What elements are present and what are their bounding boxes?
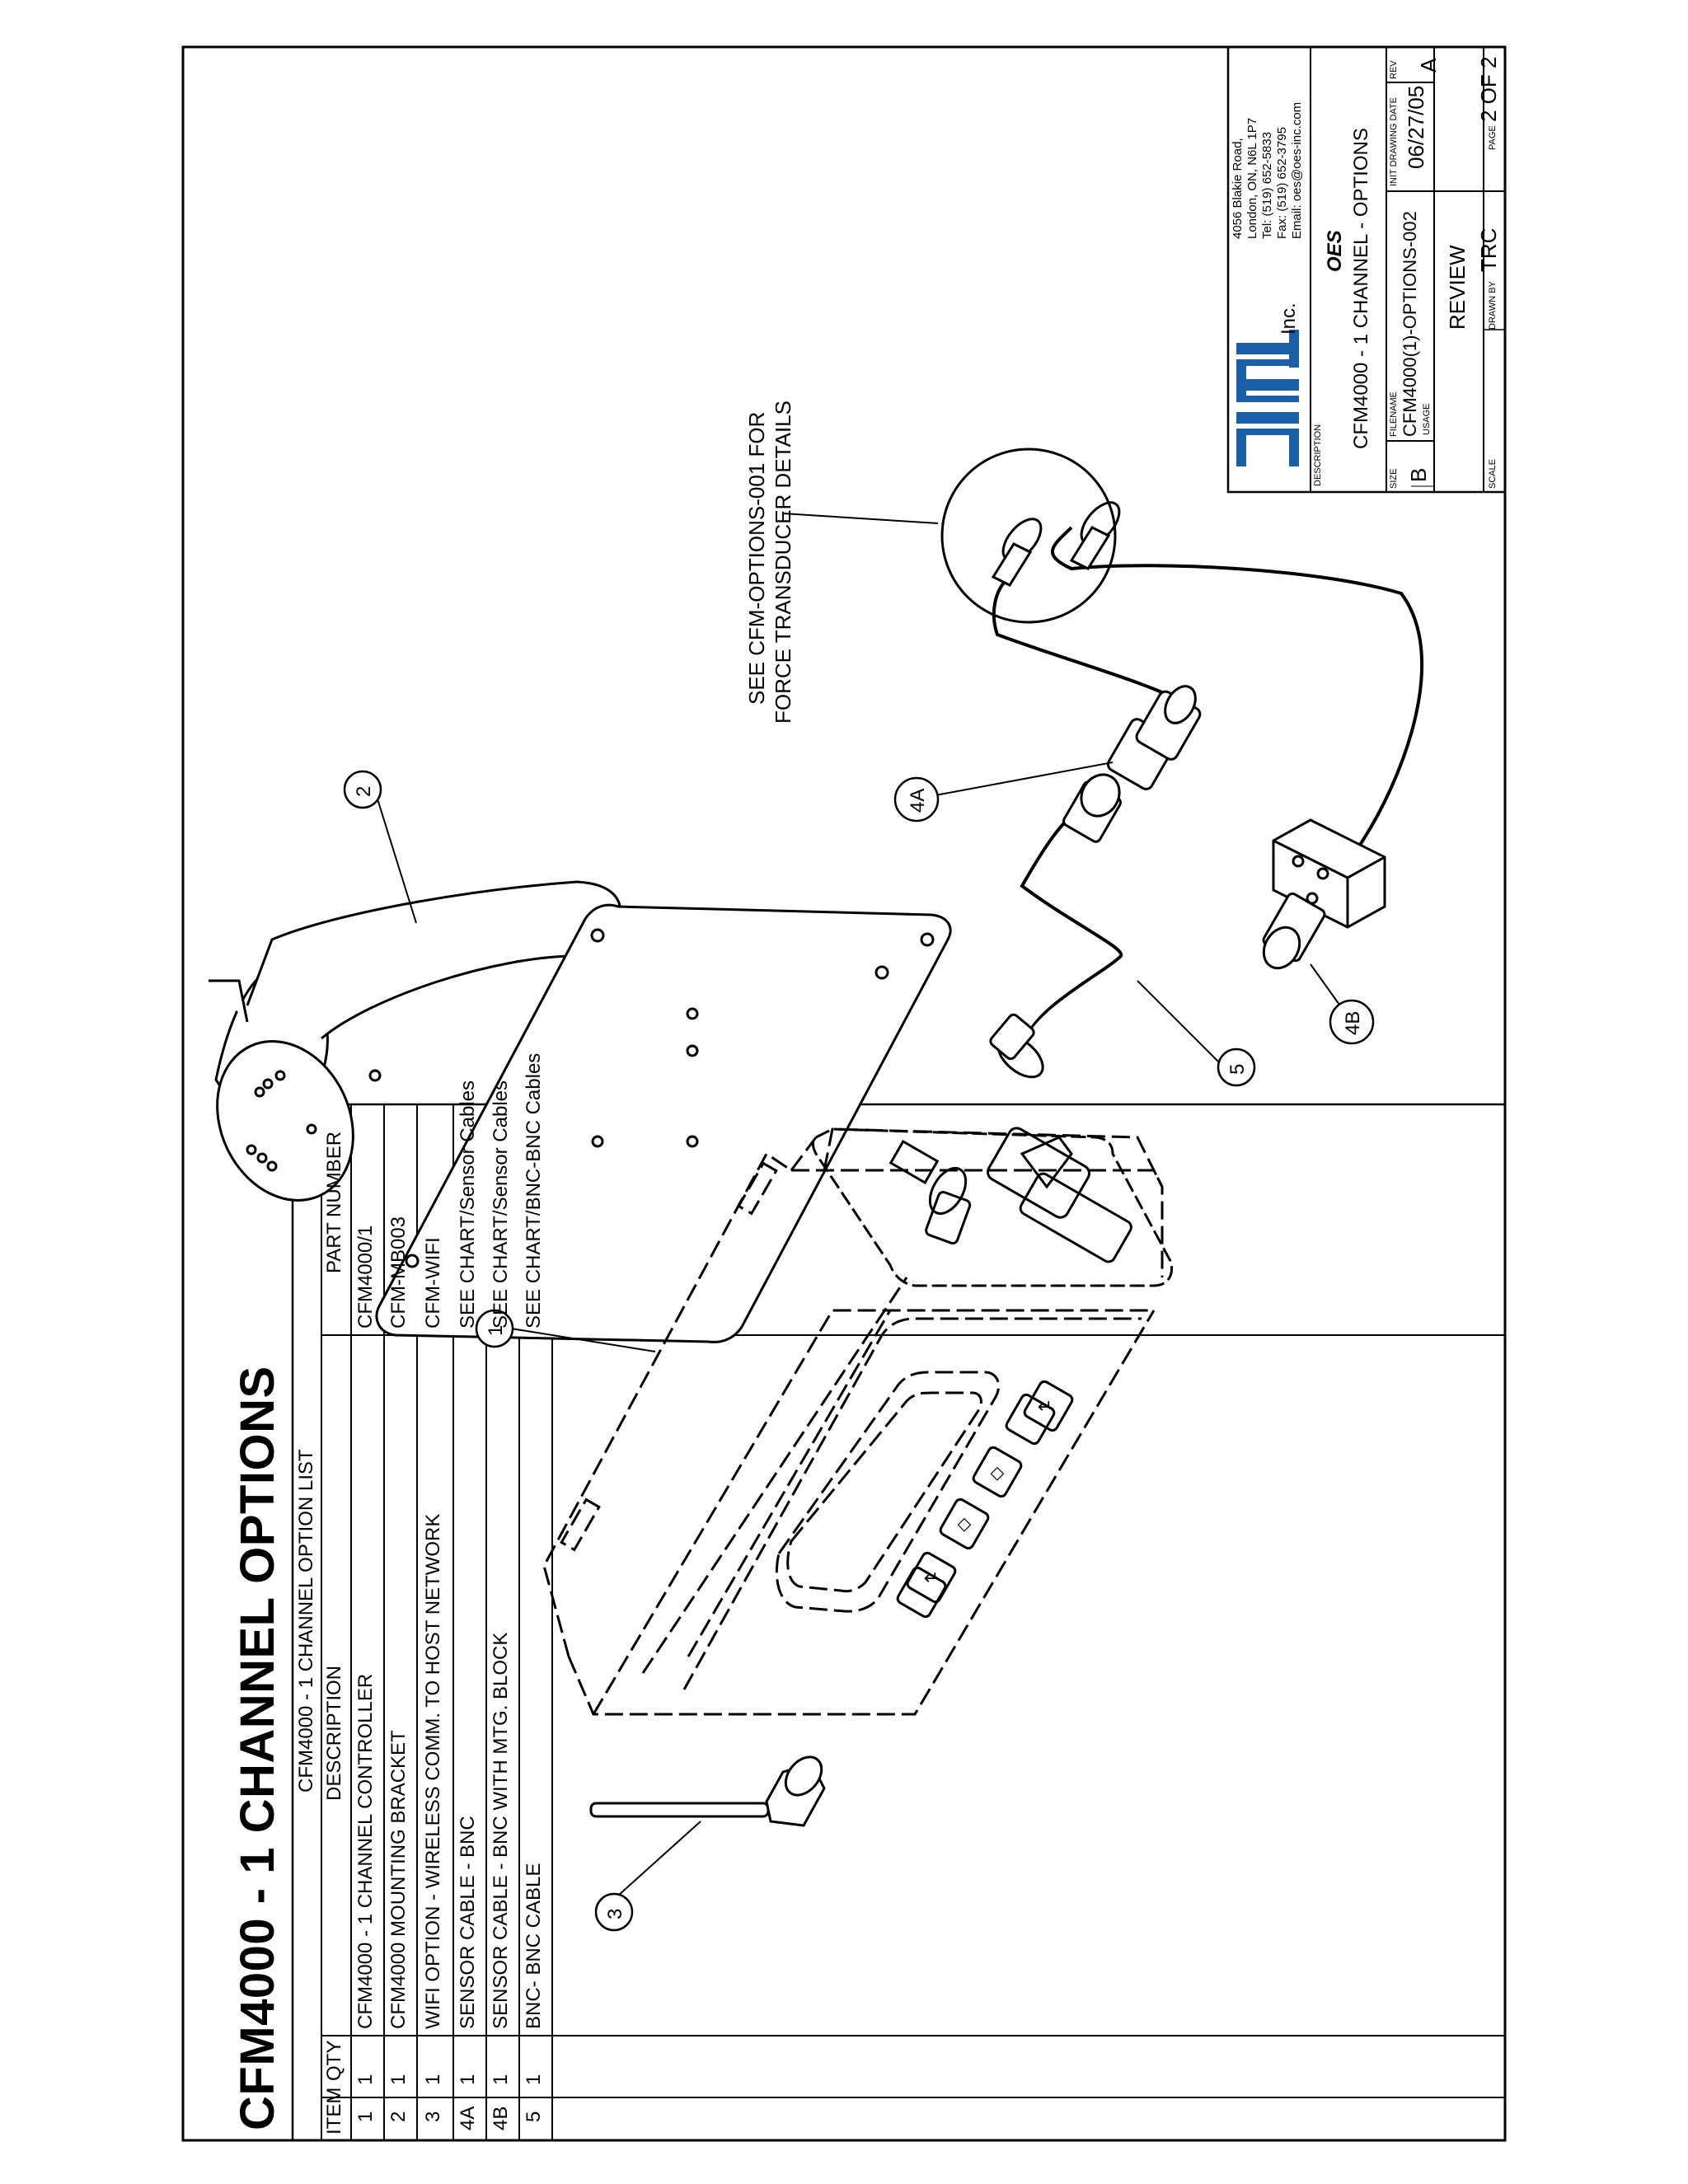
svg-text:↵: ↵	[924, 1568, 939, 1588]
filename-label: FILENAME	[1389, 391, 1399, 437]
row1-qty: 1	[354, 2074, 377, 2085]
balloon-5	[1217, 1047, 1256, 1087]
balloon-4a-label: 4A	[907, 788, 929, 813]
row3-item: 3	[422, 2111, 444, 2122]
controller-housing	[542, 1127, 1164, 1716]
row5-qty: 1	[523, 2074, 545, 2085]
logo-suffix: Inc.	[1278, 302, 1300, 335]
row2-part: CFM-MB003	[387, 1216, 410, 1329]
filename-value: CFM4000(1)-OPTIONS-002	[1400, 211, 1420, 437]
detail-note-line1: SEE CFM-OPTIONS-001 FOR	[744, 411, 769, 705]
balloon-4b-label: 4B	[1342, 1010, 1364, 1035]
row4b-item: 4B	[490, 2106, 512, 2130]
row5-item: 5	[523, 2111, 545, 2122]
size-value: B	[1406, 467, 1431, 482]
address-line2: London, ON, N6L 1P7	[1245, 117, 1259, 239]
option-list-title: CFM4000 - 1 CHANNEL OPTION LIST	[295, 1449, 317, 1793]
detail-circle	[940, 448, 1117, 624]
balloon-2-label: 2	[353, 785, 375, 797]
init-date-label: INIT DRAWING DATE	[1389, 97, 1399, 186]
svg-text:◇: ◇	[991, 1462, 1005, 1483]
row4a-description: SENSOR CABLE - BNC	[457, 1816, 479, 2029]
row4a-item: 4A	[457, 2106, 479, 2130]
init-date-value: 06/27/05	[1404, 85, 1428, 169]
size-label: SIZE	[1389, 468, 1399, 489]
controller-keypad: ↵ ◇ ◇ ↵	[896, 1380, 1074, 1619]
cables	[992, 526, 1424, 1041]
row4a-qty: 1	[457, 2074, 479, 2085]
header-part-number: PART NUMBER	[323, 1131, 345, 1273]
address-line5: Email: oes@oes-inc.com	[1290, 101, 1304, 239]
row1-item: 1	[354, 2111, 377, 2122]
row4a-part: SEE CHART/Sensor Cables	[457, 1080, 479, 1329]
row3-part: CFM-WIFI	[422, 1237, 444, 1329]
balloons	[343, 770, 1375, 1932]
balloon-4a	[893, 776, 940, 823]
row1-part: CFM4000/1	[354, 1225, 377, 1329]
drawn-by-value: TRC	[1476, 227, 1501, 272]
address-line4: Fax: (519) 652-3795	[1275, 127, 1289, 239]
drawn-by-label: DRAWN BY	[1488, 281, 1498, 330]
mounting-bracket	[209, 880, 952, 1343]
rev-label: REV	[1389, 60, 1399, 79]
balloon-3	[594, 1892, 634, 1932]
cable-connectors	[989, 501, 1386, 1079]
header-qty: QTY	[323, 2040, 345, 2081]
row5-description: BNC- BNC CABLE	[523, 1863, 545, 2029]
usage-label: USAGE	[1422, 403, 1432, 435]
row4b-qty: 1	[490, 2074, 512, 2085]
row1-description: CFM4000 - 1 CHANNEL CONTROLLER	[354, 1673, 377, 2029]
header-item: ITEM	[323, 2087, 345, 2135]
page-value: 2 OF 2	[1476, 56, 1501, 122]
balloon-3-label: 3	[604, 1908, 626, 1919]
svg-text:↵: ↵	[1038, 1396, 1053, 1417]
balloon-2	[343, 770, 382, 809]
row2-qty: 1	[387, 2074, 410, 2085]
leader-lines	[374, 513, 1353, 1896]
address-line3: Tel: (519) 652-5833	[1260, 131, 1274, 239]
title-block	[1226, 45, 1507, 494]
svg-text:◇: ◇	[958, 1513, 972, 1534]
address-line1: 4056 Blakie Road,	[1231, 138, 1245, 239]
scale-label: SCALE	[1488, 458, 1498, 489]
row4b-description: SENSOR CABLE - BNC WITH MTG. BLOCK	[490, 1632, 512, 2029]
balloon-5-label: 5	[1226, 1063, 1249, 1075]
row4b-part: SEE CHART/Sensor Cables	[490, 1080, 512, 1329]
balloon-4b	[1329, 999, 1375, 1045]
row5-part: SEE CHART/BNC-BNC Cables	[523, 1052, 545, 1329]
row2-item: 2	[387, 2111, 410, 2122]
rev-value: A	[1416, 58, 1441, 73]
description-label: DESCRIPTION	[1313, 424, 1323, 486]
balloon-1	[475, 1309, 514, 1348]
row2-description: CFM4000 MOUNTING BRACKET	[387, 1730, 410, 2029]
wifi-antenna	[589, 1755, 826, 1827]
drawing-title: CFM4000 - 1 CHANNEL OPTIONS	[231, 1366, 284, 2130]
page-label: PAGE	[1488, 125, 1498, 150]
row3-qty: 1	[422, 2074, 444, 2085]
header-description: DESCRIPTION	[323, 1665, 345, 1801]
controller-rear-panel	[811, 1127, 1174, 1287]
usage-value: REVIEW	[1445, 245, 1470, 330]
company-name: OES	[1324, 230, 1346, 272]
oes-logo	[1236, 330, 1299, 466]
description-value: CFM4000 - 1 CHANNEL - OPTIONS	[1350, 128, 1372, 449]
detail-note-line2: FORCE TRANSDUCER DETAILS	[771, 401, 795, 724]
row3-description: WIFI OPTION - WIRELESS COMM. TO HOST NET…	[422, 1513, 444, 2029]
